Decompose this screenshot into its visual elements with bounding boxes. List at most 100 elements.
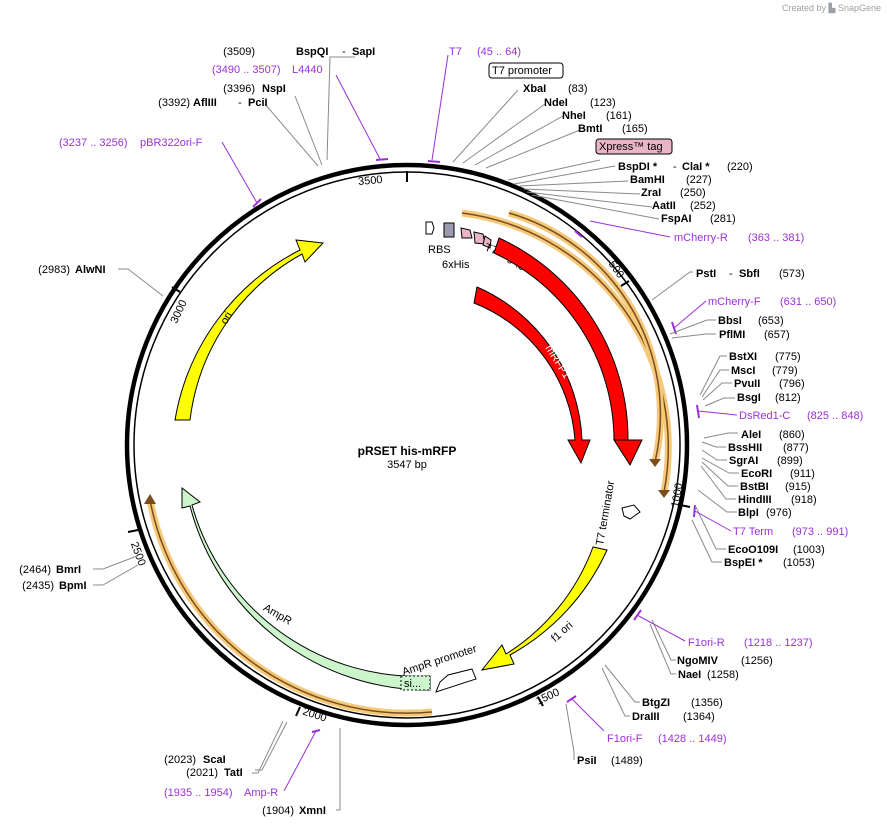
- orf-arcs: [146, 209, 672, 717]
- enzyme-afliii-name: AflIII: [193, 97, 217, 109]
- ori-label: ori: [218, 310, 235, 327]
- primer-dsred1-c-name: DsRed1-C: [739, 410, 790, 422]
- rbs-icon: [425, 221, 435, 235]
- enzyme-bspqi-name: BspQI: [296, 46, 328, 58]
- mrfp1-outer-arrow: [493, 237, 643, 467]
- enzyme-ngomiv-pos: (1256): [741, 655, 773, 667]
- ampr-promoter-icon: [435, 668, 477, 693]
- enzyme-nspi-name: NspI: [262, 83, 286, 95]
- enzyme-scai-name: ScaI: [203, 754, 226, 766]
- enzyme-draiii-pos: (1364): [683, 711, 715, 723]
- xpress-tag-label: Xpress™ tag: [599, 141, 663, 153]
- tick-label-3000: 3000: [168, 298, 189, 325]
- primer-amp-r-range: (1935 .. 1954): [164, 787, 233, 799]
- mrfp1-inner-arrow: [473, 286, 591, 465]
- enzyme-nspi-pos: (3396): [223, 83, 255, 95]
- snapgene-logo-icon: ▙: [828, 3, 836, 13]
- enzyme-xbai-name: XbaI: [523, 83, 546, 95]
- enzyme-sgrai-name: SgrAI: [729, 455, 758, 467]
- snapgene-credit: Created by ▙ SnapGene: [782, 3, 881, 14]
- primer-mcherry-r-range: (363 .. 381): [748, 232, 804, 244]
- enzyme-hindiii-pos: (918): [791, 494, 817, 506]
- primer-t7-term-range: (973 .. 991): [792, 526, 848, 538]
- signal-sequence-box: [400, 675, 431, 691]
- enzyme-xmni-name: XmnI: [299, 805, 326, 817]
- primer-f1ori-r-range: (1218 .. 1237): [744, 637, 813, 649]
- primer-f1ori-r-name: F1ori-R: [688, 637, 725, 649]
- plasmid-length: 3547 bp: [387, 459, 427, 471]
- enzyme-btgzi-name: BtgZI: [642, 697, 670, 709]
- plasmid-name: pRSET his-mRFP: [358, 444, 457, 458]
- enzyme-bspdi-name: BspDI *: [618, 161, 658, 173]
- enzyme-bamhi-pos: (227): [686, 174, 712, 186]
- enzyme-psii-name: PsiI: [577, 755, 597, 767]
- tick-marks: [127, 171, 691, 717]
- primer-mcherry-f-range: (631 .. 650): [780, 296, 836, 308]
- enzyme-bmri-name: BmrI: [56, 564, 81, 576]
- enzyme-ecori-pos: (911): [790, 468, 815, 480]
- enzyme-btgzi-pos: (1356): [691, 697, 723, 709]
- leader-lines: [93, 56, 739, 811]
- enzyme-fspai-name: FspAI: [661, 213, 692, 225]
- enzyme-nhei-pos: (161): [606, 110, 632, 122]
- enzyme-alwni-pos: (2983): [38, 264, 70, 276]
- enzyme-bsshii-pos: (877): [783, 442, 809, 454]
- enzyme-bstxi-name: BstXI: [729, 351, 757, 363]
- enzyme-bspei-pos: (1053): [783, 557, 815, 569]
- enzyme-psti-name: PstI: [696, 268, 716, 280]
- enzyme-afliii-pos: (3392): [158, 97, 190, 109]
- enzyme-bbsi-name: BbsI: [718, 315, 742, 327]
- enzyme-tati-name: TatI: [224, 767, 243, 779]
- enzyme-alwni-name: AlwNI: [75, 264, 106, 276]
- enzyme-bsgi-pos: (812): [775, 392, 801, 404]
- enzyme-bsgi-name: BsgI: [737, 392, 761, 404]
- enzyme-bspdi-sep: -: [673, 161, 677, 173]
- primer-mcherry-r-name: mCherry-R: [674, 232, 728, 244]
- enzyme-bmti-name: BmtI: [578, 123, 602, 135]
- primer-pbr322ori-f-name: pBR322ori-F: [140, 137, 203, 149]
- enzyme-clai-name: ClaI *: [682, 161, 710, 173]
- enzyme-bamhi-name: BamHI: [630, 174, 665, 186]
- tick-label-1000: 1000: [669, 482, 685, 508]
- primer-l4440-range: (3490 .. 3507): [212, 64, 281, 76]
- 6xhis-icon: [443, 222, 455, 238]
- primer-leader-lines: [221, 54, 738, 792]
- primer-l4440-name: L4440: [292, 64, 323, 76]
- enzyme-tati-pos: (2021): [186, 767, 218, 779]
- enzyme-bstbi-pos: (915): [785, 481, 811, 493]
- enzyme-alei-pos: (860): [779, 429, 805, 441]
- enzyme-bpmi-name: BpmI: [59, 580, 87, 592]
- snapgene-brand-label: SnapGene: [837, 3, 881, 13]
- enzyme-pflmi-pos: (657): [764, 329, 790, 341]
- primer-mcherry-f-name: mCherry-F: [708, 296, 761, 308]
- enterokinase-site-icon: [482, 235, 492, 249]
- enzyme-ndei-pos: (123): [590, 97, 616, 109]
- enzyme-bsshii-name: BssHII: [728, 442, 762, 454]
- enzyme-pcii-name: PciI: [248, 97, 268, 109]
- enzyme-ecori-name: EcoRI: [741, 468, 772, 480]
- enzyme-naei-name: NaeI: [678, 669, 701, 681]
- primer-t7-range: (45 .. 64): [477, 46, 521, 58]
- orf-arrow-left: [144, 494, 156, 504]
- t7-tag-icon: [460, 227, 473, 239]
- enzyme-scai-pos: (2023): [164, 754, 196, 766]
- f1-ori-arrow: [480, 546, 608, 671]
- enzyme-zrai-pos: (250): [680, 187, 706, 199]
- enzyme-psii-pos: (1489): [611, 755, 643, 767]
- orf-arrow-top-outer: [658, 490, 670, 498]
- enzyme-blpi-name: BlpI: [738, 507, 759, 519]
- enzyme-draiii-name: DraIII: [632, 711, 660, 723]
- enzyme-msci-pos: (779): [772, 365, 798, 377]
- enzyme-sapi-name: SapI: [352, 46, 375, 58]
- enzyme-ecoo109i-pos: (1003): [793, 544, 825, 556]
- rbs-label: RBS: [428, 244, 451, 256]
- primer-t7-term-name: T7 Term: [733, 526, 773, 538]
- tick-label-3500: 3500: [358, 174, 383, 188]
- primer-f1ori-f-name: F1ori-F: [607, 733, 643, 745]
- enzyme-alei-name: AleI: [741, 429, 761, 441]
- enzyme-pvuii-name: PvuII: [734, 378, 760, 390]
- enzyme-pvuii-pos: (796): [779, 378, 805, 390]
- tick-label-1500: 1500: [534, 686, 561, 707]
- t7-terminator-icon: [621, 504, 641, 520]
